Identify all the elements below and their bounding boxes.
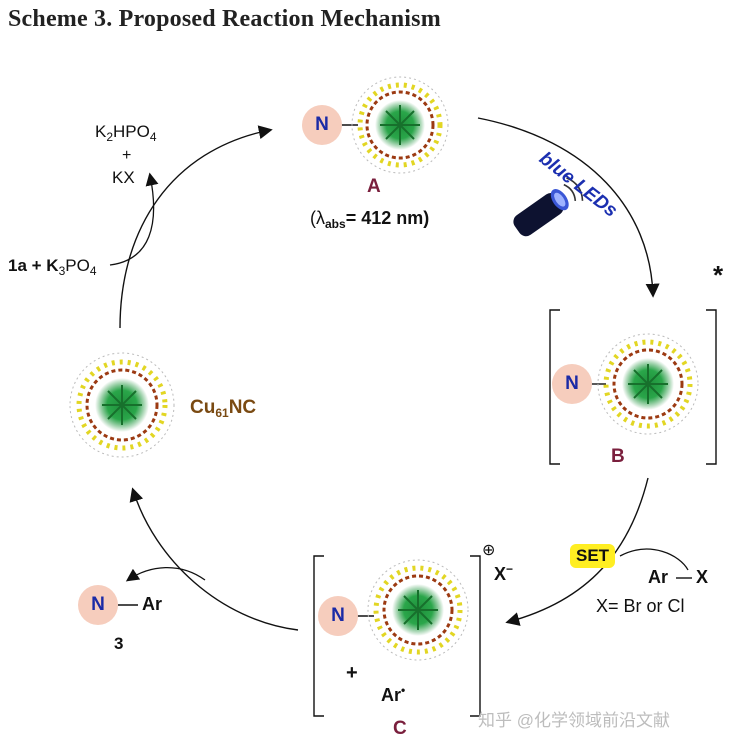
arrow-C-to-Cu <box>129 487 299 631</box>
bracket-B-left <box>549 309 560 465</box>
counter-ion: X− <box>494 562 514 584</box>
watermark-text: 知乎 @化学领域前沿文献 <box>478 711 670 730</box>
product-number: 3 <box>114 634 124 653</box>
set-label: SET <box>570 544 616 568</box>
arx-x: X <box>696 567 709 587</box>
arrow-arx-curve <box>619 548 689 571</box>
arrow-product-out <box>125 566 206 582</box>
plus-sign: + <box>346 662 358 684</box>
arrow-Cu-to-A <box>119 125 273 329</box>
label-B: B <box>611 446 625 467</box>
charge-oplus: ⊕ <box>482 542 496 559</box>
cluster-B-icon <box>597 333 699 435</box>
aryl-radical: Ar• <box>381 683 406 705</box>
label-C: C <box>393 718 407 739</box>
byproduct-k2hpo4: K2HPO4 <box>95 122 157 144</box>
arrow-reagent-in-out <box>109 172 159 266</box>
excited-star: * <box>713 260 724 290</box>
bracket-B-right <box>706 309 717 465</box>
reagents-in: 1a + K3PO4 <box>8 256 97 278</box>
n-badge-A: N <box>302 105 342 145</box>
byproduct-plus: + <box>122 147 132 164</box>
byproduct-kx: KX <box>112 168 135 187</box>
arx-ar: Ar <box>648 567 669 587</box>
n-badge-B: N <box>552 364 592 404</box>
halide-note: X= Br or Cl <box>596 596 685 616</box>
cluster-A-icon <box>351 76 449 174</box>
n-badge-C: N <box>318 596 358 636</box>
arrow-B-to-C <box>505 477 649 626</box>
label-A: A <box>367 176 381 197</box>
cluster-C-icon <box>367 559 469 661</box>
absorption-text: (λabs= 412 nm) <box>310 208 430 231</box>
figure-title: Scheme 3. Proposed Reaction Mechanism <box>8 6 441 32</box>
bracket-C-right <box>470 555 481 717</box>
bracket-C-left <box>313 555 324 717</box>
cu-cluster-label: Cu61NC <box>190 397 257 420</box>
cluster-cu-icon <box>69 352 175 458</box>
arrow-A-to-B <box>477 117 660 298</box>
n-badge-product: N <box>78 585 118 625</box>
flashlight-icon <box>513 177 584 237</box>
product-ar: Ar <box>142 594 163 614</box>
